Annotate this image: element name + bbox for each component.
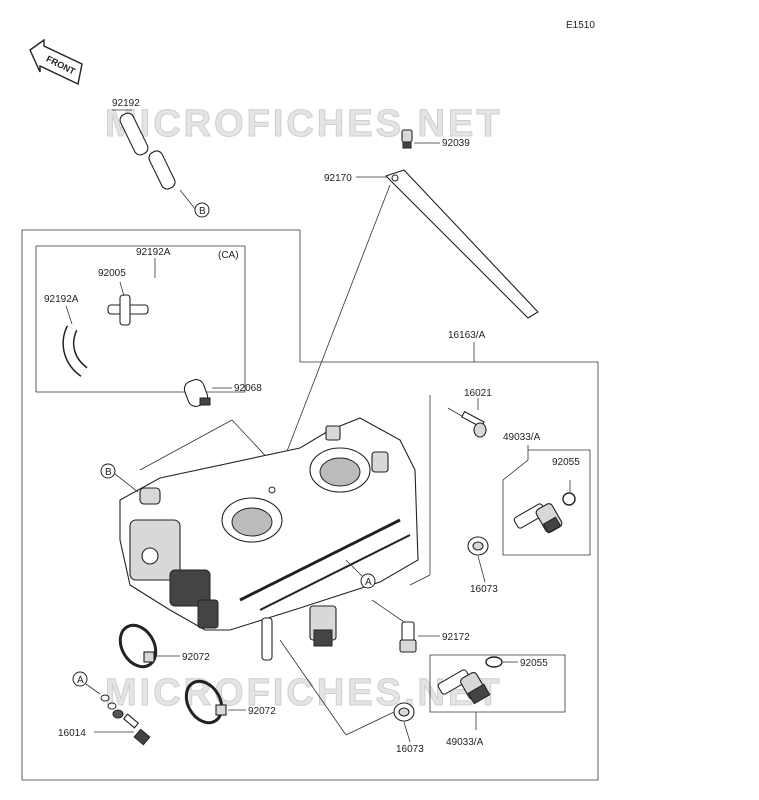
grommet-16073-upper <box>467 536 489 583</box>
label-92039: 92039 <box>442 138 470 149</box>
label-16073-upper: 16073 <box>470 584 498 595</box>
ca-hose-frame <box>35 245 246 393</box>
bolt-92172 <box>371 599 440 653</box>
injector-lower-frame <box>429 654 566 713</box>
cap-92068 <box>139 379 291 483</box>
label-92068: 92068 <box>234 383 262 394</box>
label-92192: 92192 <box>112 98 140 109</box>
watermark-top: MICROFICHES.NET <box>105 103 503 145</box>
label-92055-upper: 92055 <box>552 457 580 468</box>
screw-16021 <box>409 395 487 586</box>
label-92172: 92172 <box>442 632 470 643</box>
clamp-92072-b <box>184 679 246 725</box>
label-92192a-lower: 92192A <box>44 294 79 305</box>
injector-49033-lower <box>437 656 518 730</box>
label-92072-b: 92072 <box>248 706 276 717</box>
group-code: (CA) <box>218 250 239 261</box>
strap-92170 <box>271 169 539 491</box>
label-49033-lower: 49033/A <box>446 737 484 748</box>
label-92055-lower: 92055 <box>520 658 548 669</box>
label-16163: 16163/A <box>448 330 486 341</box>
watermark-bottom: MICROFICHES.NET <box>105 672 503 714</box>
injector-49033-upper <box>513 480 576 534</box>
front-arrow-icon: FRONT <box>29 38 83 86</box>
assembly-frame <box>21 229 599 781</box>
ref-a-body-label: A <box>365 577 372 588</box>
ref-a-body <box>360 573 376 589</box>
label-92072-a: 92072 <box>182 652 210 663</box>
label-92170: 92170 <box>324 173 352 184</box>
diagram-code: E1510 <box>566 20 595 31</box>
throttle-body <box>119 417 419 661</box>
label-49033-upper: 49033/A <box>503 432 541 443</box>
label-16021: 16021 <box>464 388 492 399</box>
adjust-screw-16014 <box>85 683 151 746</box>
grommet-16073-lower <box>279 639 415 743</box>
label-92192a-upper: 92192A <box>136 247 171 258</box>
label-92005: 92005 <box>98 268 126 279</box>
ref-a-kit-label: A <box>77 675 84 686</box>
ref-b-body-label: B <box>105 467 112 478</box>
ca-hose-set <box>62 258 226 377</box>
label-16073-lower: 16073 <box>396 744 424 755</box>
ref-a-kit <box>72 671 88 687</box>
label-16014: 16014 <box>58 728 86 739</box>
ref-b-body <box>100 463 116 479</box>
injector-upper-frame <box>502 445 591 556</box>
ref-b-top: B <box>199 206 206 217</box>
screw-92039 <box>401 129 440 149</box>
clamp-92072-a <box>118 623 180 669</box>
hose-92192-top: B <box>112 109 210 218</box>
